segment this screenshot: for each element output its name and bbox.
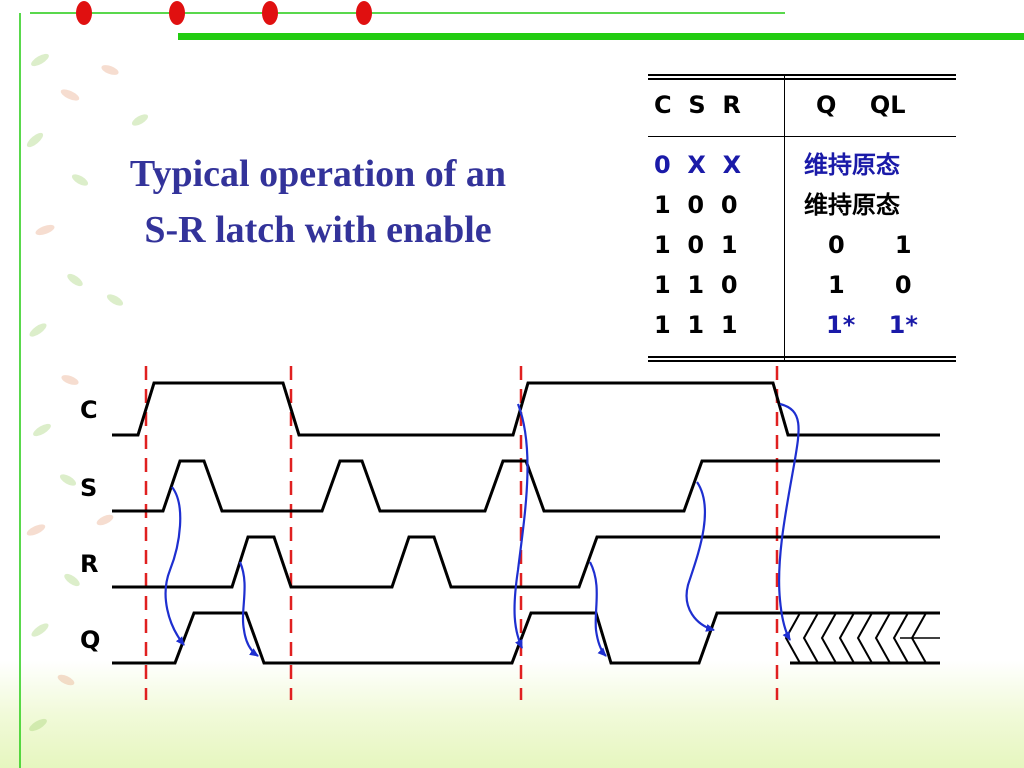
truth-table: C S R Q QL 0 X X 维持原态 1 0 0 维持原态 1 0 1 0… bbox=[648, 74, 956, 364]
top-accent-bar bbox=[178, 33, 1024, 40]
arrow-r-to-q-1 bbox=[238, 561, 259, 657]
arrow-s-to-q-2 bbox=[685, 481, 715, 632]
waveform-c bbox=[112, 381, 940, 437]
red-dot-2 bbox=[169, 1, 185, 25]
table-header-inputs: C S R bbox=[654, 91, 741, 119]
arrow-c-to-q-3 bbox=[777, 402, 800, 641]
title-line-1: Typical operation of an bbox=[129, 153, 507, 195]
table-row-2-outputs: 维持原态 bbox=[804, 191, 900, 219]
leaf-pattern bbox=[26, 53, 149, 732]
table-row-4-outputs: 1 0 bbox=[828, 271, 912, 299]
waveform-r bbox=[112, 535, 940, 589]
signal-label-r: R bbox=[80, 550, 99, 578]
signal-label-q: Q bbox=[80, 626, 101, 654]
arrow-c-to-q-1 bbox=[513, 403, 529, 649]
table-row-3-inputs: 1 0 1 bbox=[654, 231, 738, 259]
table-header-outputs: Q QL bbox=[816, 91, 906, 119]
q-undetermined-hatch bbox=[784, 612, 940, 664]
table-row-5-outputs: 1* 1* bbox=[826, 311, 918, 339]
slide-title: Typical operation of an S-R latch with e… bbox=[78, 146, 558, 258]
table-row-1-outputs: 维持原态 bbox=[804, 151, 900, 179]
red-dot-4 bbox=[356, 1, 372, 25]
waveform-s bbox=[112, 459, 940, 513]
signal-label-c: C bbox=[80, 396, 98, 424]
table-row-4-inputs: 1 1 0 bbox=[654, 271, 738, 299]
red-dot-3 bbox=[262, 1, 278, 25]
table-row-2-inputs: 1 0 0 bbox=[654, 191, 738, 219]
arrow-r-to-q-2 bbox=[589, 561, 607, 657]
signal-label-s: S bbox=[80, 474, 98, 502]
waveform-q bbox=[112, 611, 790, 665]
table-row-3-outputs: 0 1 bbox=[828, 231, 912, 259]
title-line-2: S-R latch with enable bbox=[144, 209, 492, 251]
table-row-1-inputs: 0 X X bbox=[654, 151, 742, 179]
red-dot-1 bbox=[76, 1, 92, 25]
arrow-s-to-q-1 bbox=[164, 486, 185, 646]
table-row-5-inputs: 1 1 1 bbox=[654, 311, 738, 339]
